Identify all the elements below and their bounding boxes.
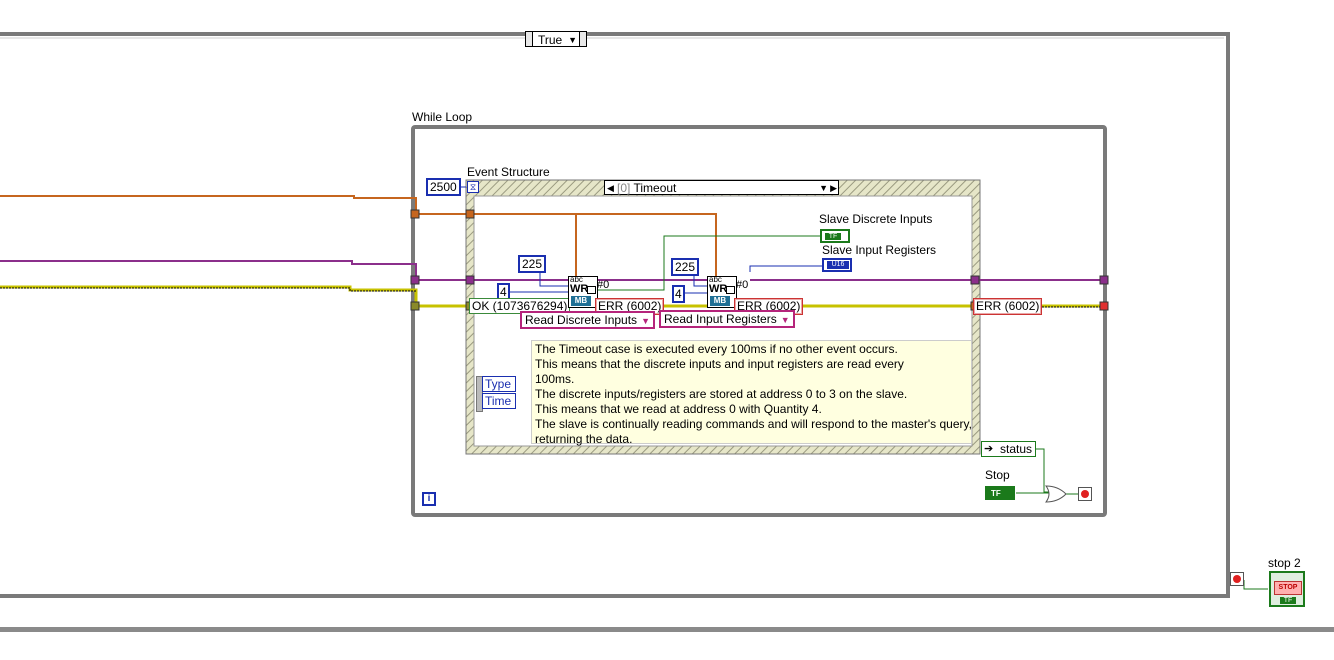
function-code-b-label: Read Input Registers xyxy=(664,312,777,326)
event-data-time[interactable]: Time xyxy=(482,393,516,409)
slave-discrete-inputs-label: Slave Discrete Inputs xyxy=(819,212,933,226)
timeout-comment: The Timeout case is executed every 100ms… xyxy=(531,340,972,446)
outer-frame-bar xyxy=(0,627,1334,632)
case-selector-value: True xyxy=(538,33,563,47)
function-code-ring-b[interactable]: Read Input Registers▼ xyxy=(659,310,795,328)
comment-line: returning the data. xyxy=(535,432,633,446)
chevron-down-icon[interactable]: ▼ xyxy=(780,315,790,325)
index-zero-b: #0 xyxy=(736,279,749,291)
event-prev-arrow-icon[interactable]: ◀ xyxy=(607,183,614,193)
slave-input-registers-label: Slave Input Registers xyxy=(822,243,937,257)
index-zero-a: #0 xyxy=(597,279,610,291)
error-out-final: ERR (6002) xyxy=(973,298,1043,315)
boolean-wires xyxy=(596,235,1078,495)
u16-badge: U16 xyxy=(827,261,849,269)
timeout-constant[interactable]: 2500 xyxy=(426,178,461,196)
event-data-node[interactable]: Type Time xyxy=(476,376,516,412)
tf-badge: TF xyxy=(991,489,1001,498)
function-code-ring-a[interactable]: Read Discrete Inputs▼ xyxy=(520,311,655,329)
error-in-constant[interactable]: OK (1073676294) xyxy=(469,298,571,314)
hourglass-icon: ⧖ xyxy=(467,181,479,193)
slave-input-registers-indicator: U16 xyxy=(822,258,852,272)
address-constant-a[interactable]: 225 xyxy=(518,255,547,273)
quantity-constant-b[interactable]: 4 xyxy=(672,285,685,303)
event-case-selector[interactable]: ◀ [0] Timeout ▼ ▶ xyxy=(604,180,839,195)
case-prev-arrow-icon[interactable] xyxy=(526,32,533,46)
unbundle-status-node[interactable]: ➔ status xyxy=(981,441,1036,457)
address-constant-b[interactable]: 225 xyxy=(671,258,700,276)
event-case-index: [0] xyxy=(617,181,631,195)
error-wire xyxy=(0,195,717,280)
function-code-a-label: Read Discrete Inputs xyxy=(525,313,638,327)
arrow-right-icon: ➔ xyxy=(984,443,994,455)
event-data-type[interactable]: Type xyxy=(482,376,516,392)
stop2-wire xyxy=(1243,580,1268,590)
terminal-icon xyxy=(587,286,596,294)
chevron-down-icon[interactable]: ▼ xyxy=(641,316,650,326)
event-structure-label: Event Structure xyxy=(467,165,550,179)
comment-line: The discrete inputs/registers are stored… xyxy=(535,387,908,401)
or-gate-icon[interactable] xyxy=(1045,485,1067,503)
comment-line: 100ms. xyxy=(535,372,575,386)
tf-badge: TF xyxy=(1280,597,1296,604)
stop-button-icon[interactable]: STOP xyxy=(1274,581,1302,595)
chevron-down-icon[interactable]: ▼ xyxy=(819,183,828,193)
comment-line: The Timeout case is executed every 100ms… xyxy=(535,342,898,356)
case-structure-frame[interactable] xyxy=(0,32,1230,598)
chevron-down-icon[interactable]: ▼ xyxy=(568,35,577,45)
iteration-terminal: i xyxy=(422,492,436,506)
stop2-control[interactable]: STOP TF xyxy=(1269,571,1305,607)
comment-line: This means that the discrete inputs and … xyxy=(535,357,904,371)
stop-label: Stop xyxy=(985,468,1010,482)
outer-stop-terminal-icon[interactable] xyxy=(1230,572,1244,586)
terminal-icon xyxy=(726,286,735,294)
tf-badge: TF xyxy=(825,233,841,240)
while-loop-frame[interactable] xyxy=(411,125,1107,517)
unbundle-status-label: status xyxy=(1000,442,1033,456)
case-selector[interactable]: True ▼ xyxy=(525,31,587,47)
stop-control[interactable]: TF xyxy=(985,486,1015,500)
quantity-constant-a[interactable]: 4 xyxy=(497,283,510,301)
while-loop-label: While Loop xyxy=(412,110,473,124)
case-next-arrow-icon[interactable] xyxy=(579,32,586,46)
comment-line: The slave is continually reading command… xyxy=(535,417,972,431)
slave-discrete-inputs-indicator: TF xyxy=(820,229,850,243)
event-case-name: Timeout xyxy=(633,181,677,195)
event-next-arrow-icon[interactable]: ▶ xyxy=(830,183,837,193)
comment-line: This means that we read at address 0 wit… xyxy=(535,402,822,416)
stop2-label: stop 2 xyxy=(1268,556,1301,570)
loop-stop-terminal-icon[interactable] xyxy=(1078,487,1092,501)
